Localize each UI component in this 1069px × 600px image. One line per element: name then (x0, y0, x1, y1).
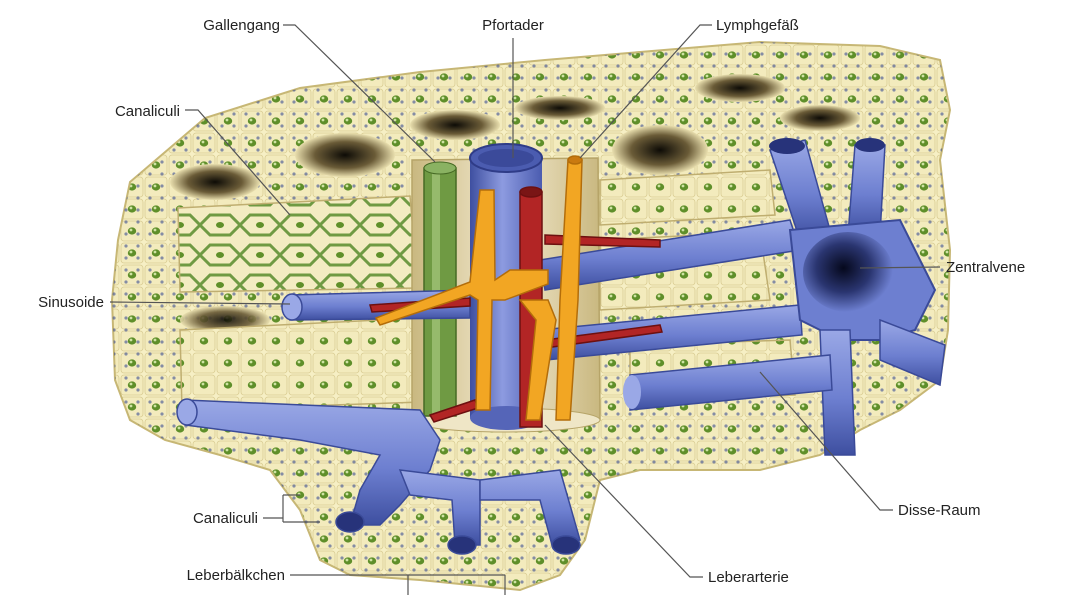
sinusoid-opening (170, 164, 260, 200)
label-leberarterie: Leberarterie (708, 569, 789, 586)
sinusoid-opening (410, 110, 500, 140)
label-canaliculi-top: Canaliculi (115, 103, 180, 120)
sinusoid-opening (295, 133, 395, 177)
label-sinusoide: Sinusoide (38, 294, 104, 311)
sinusoid-opening (780, 105, 860, 131)
sinusoid-opening (515, 96, 605, 120)
canaliculi-mesh-panel (178, 196, 418, 292)
label-canaliculi-bottom: Canaliculi (193, 510, 258, 527)
sinusoid-opening (695, 74, 785, 102)
label-lymphgefaess: Lymphgefäß (716, 17, 799, 34)
label-leberbaelkchen: Leberbälkchen (187, 567, 285, 584)
label-disse-raum: Disse-Raum (898, 502, 981, 519)
label-zentralvene: Zentralvene (946, 259, 1025, 276)
label-pfortader: Pfortader (482, 17, 544, 34)
label-gallengang: Gallengang (203, 17, 280, 34)
sinusoid-opening (612, 125, 708, 175)
